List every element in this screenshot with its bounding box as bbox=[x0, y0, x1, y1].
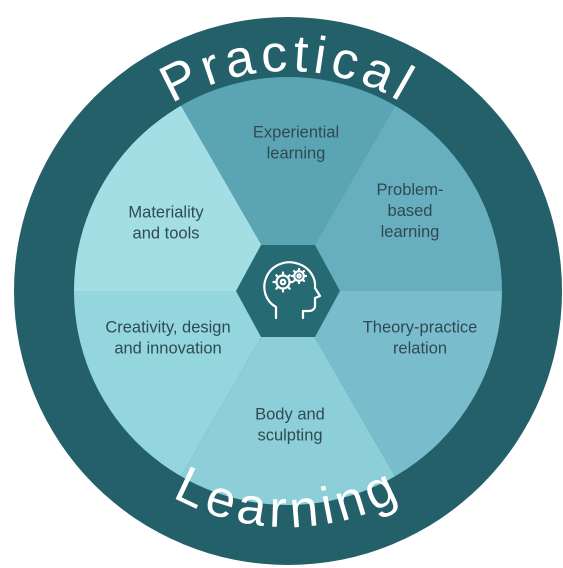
segment-label-line: based bbox=[388, 202, 433, 220]
segment-label-line: Body and bbox=[255, 406, 325, 424]
segment-label-body: Body and sculpting bbox=[255, 406, 325, 445]
segment-label-theory: Theory-practice relation bbox=[363, 319, 478, 358]
segment-label-line: learning bbox=[381, 223, 440, 241]
segment-label-line: Theory-practice bbox=[363, 319, 478, 337]
head-with-gears-icon bbox=[263, 261, 322, 320]
segment-group bbox=[74, 77, 502, 505]
segment-label-materiality: Materiality and tools bbox=[128, 204, 204, 243]
segment-label-creativity: Creativity, design and innovation bbox=[105, 319, 230, 358]
segment-label-line: Creativity, design bbox=[105, 319, 230, 337]
segment-label-line: and innovation bbox=[114, 340, 221, 358]
segment-label-problem: Problem-based learning bbox=[377, 181, 444, 241]
segment-problem bbox=[288, 77, 502, 291]
segment-creativity bbox=[74, 291, 288, 505]
segment-label-line: Problem- bbox=[377, 181, 444, 199]
segment-body bbox=[138, 291, 438, 505]
segment-label-line: relation bbox=[393, 340, 447, 358]
segment-label-line: learning bbox=[267, 145, 326, 163]
segment-experiential bbox=[138, 77, 438, 291]
segment-theory bbox=[288, 291, 502, 505]
segment-label-line: sculpting bbox=[257, 427, 322, 445]
segment-label-line: and tools bbox=[133, 225, 200, 243]
segment-materiality bbox=[74, 77, 288, 291]
center-hexagon bbox=[236, 245, 340, 337]
segment-label-line: Materiality bbox=[128, 204, 204, 222]
segment-label-experiential: Experiential learning bbox=[253, 124, 339, 163]
segment-label-line: Experiential bbox=[253, 124, 339, 142]
